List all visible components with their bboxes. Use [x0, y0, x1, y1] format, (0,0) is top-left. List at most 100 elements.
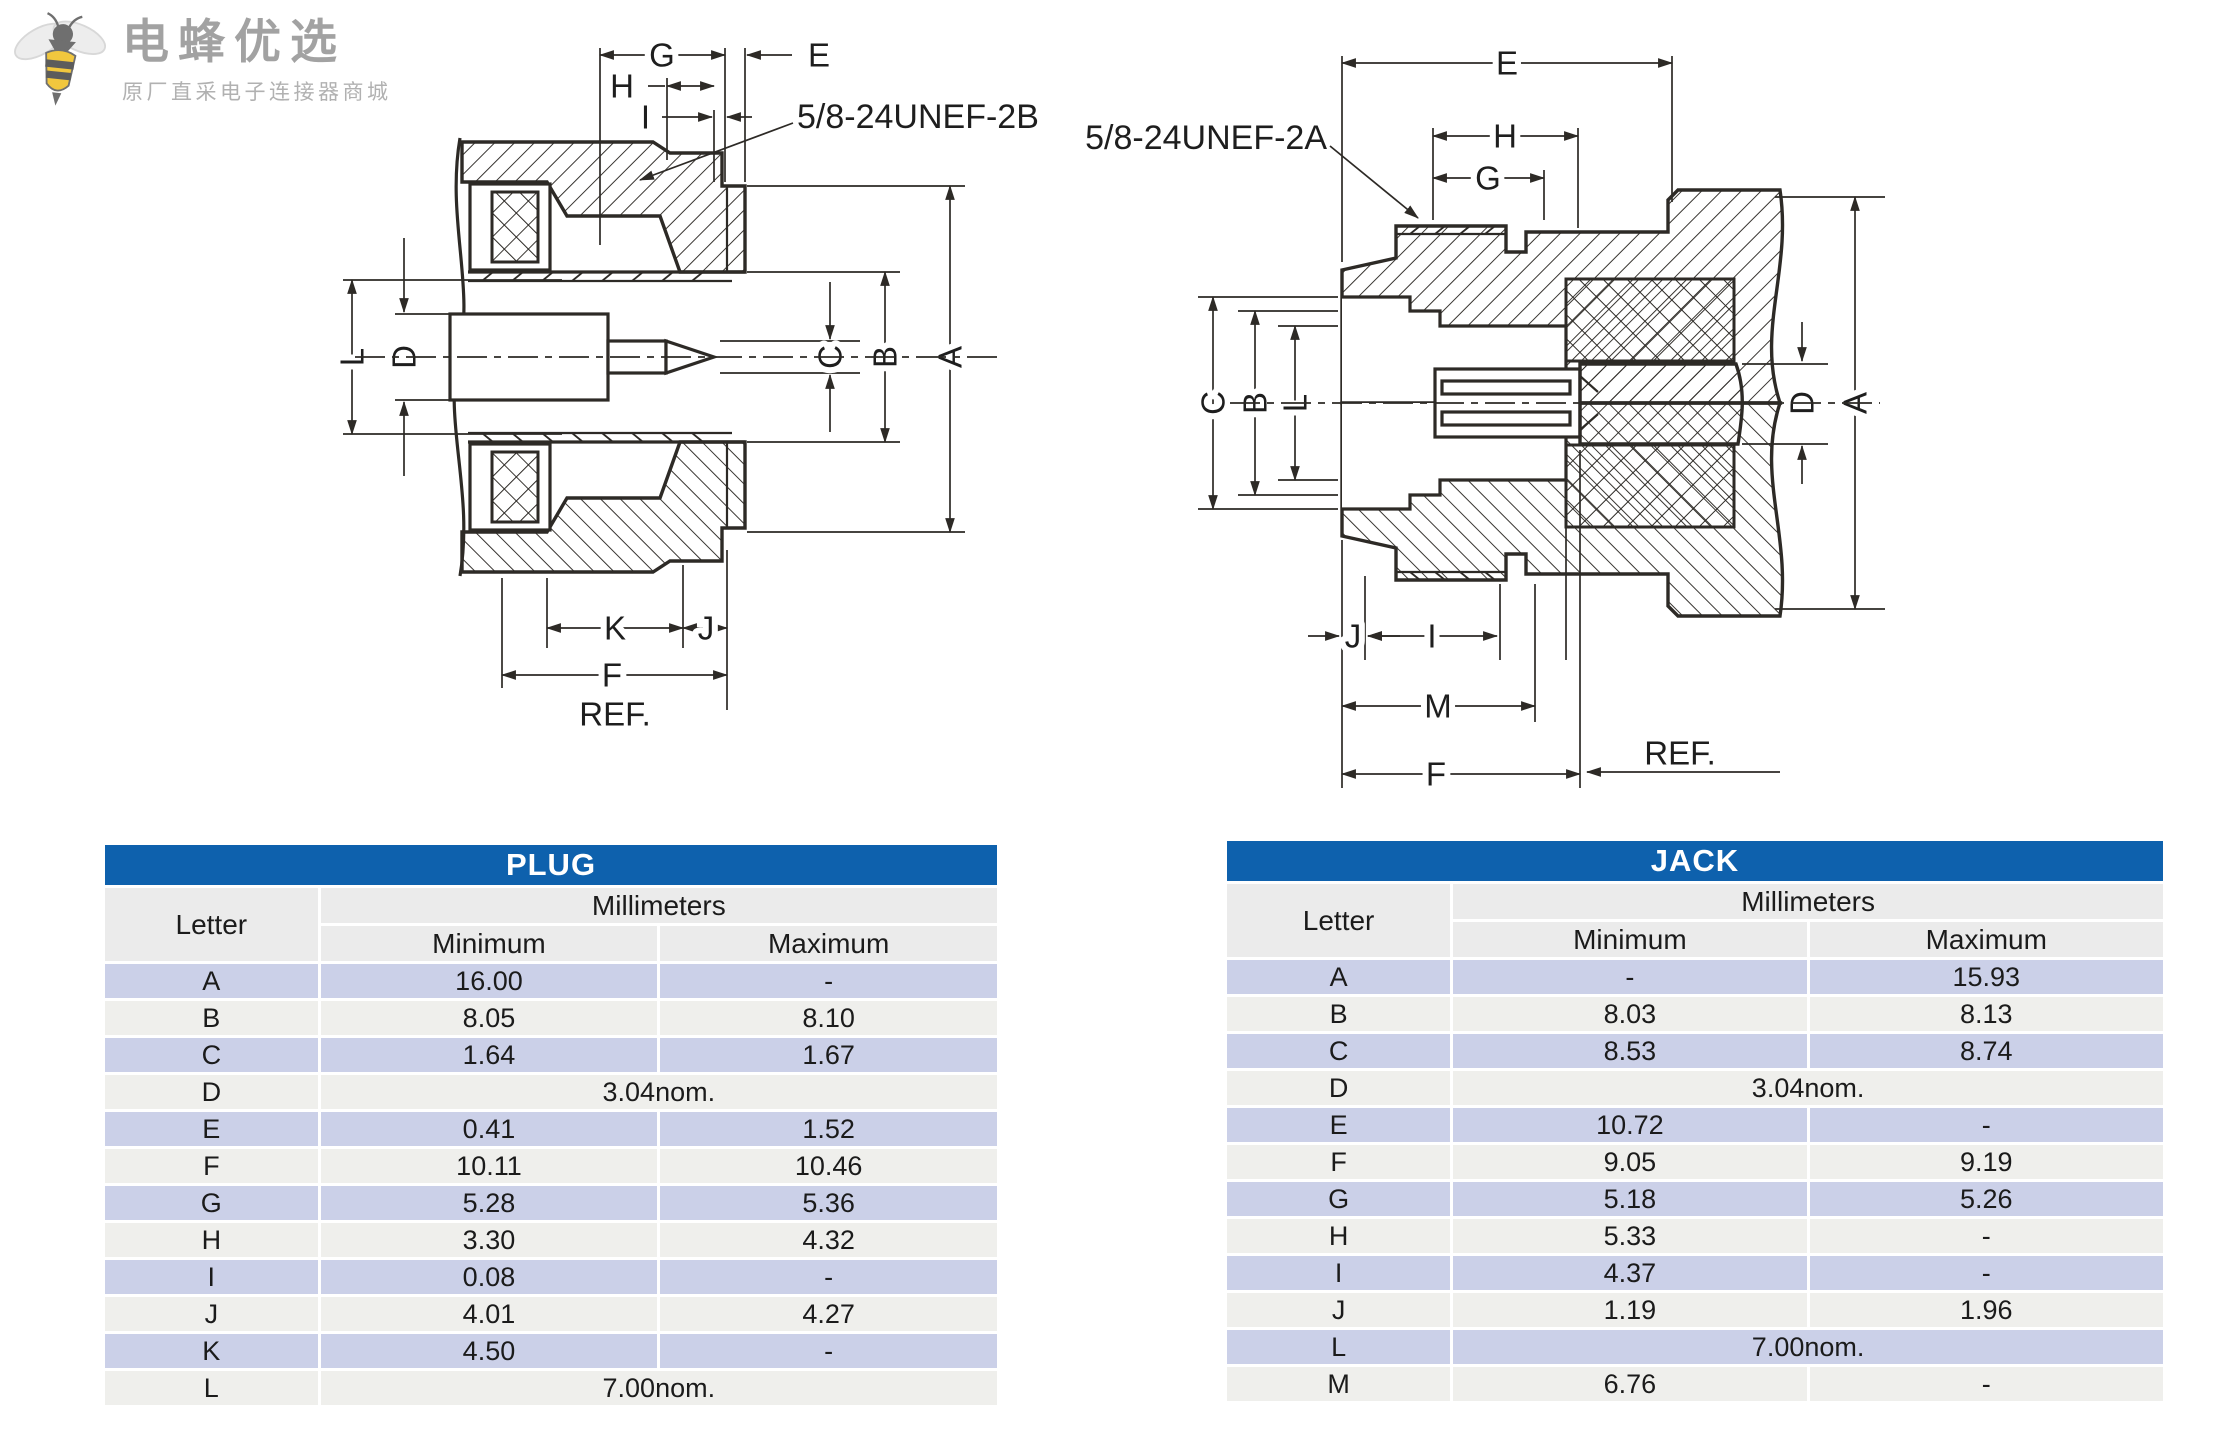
value-cell-min: 3.30 — [320, 1223, 658, 1257]
value-cell-max: - — [1809, 1256, 2163, 1290]
letter-cell: A — [105, 964, 318, 998]
value-cell-min: - — [1453, 960, 1807, 994]
value-cell-min: 0.08 — [320, 1260, 658, 1294]
letter-cell: E — [1227, 1108, 1451, 1142]
letter-cell: F — [1227, 1145, 1451, 1179]
jack-col-max: Maximum — [1809, 922, 2163, 957]
plug-dim-label-j: J — [698, 610, 715, 647]
value-cell-max: 8.13 — [1809, 997, 2163, 1031]
plug-body-upper — [460, 140, 747, 283]
plug-drawing: G E H I 5/8-24UNEF-2B L D C B A — [328, 31, 1039, 733]
letter-cell: B — [105, 1001, 318, 1035]
letter-cell: M — [1227, 1367, 1451, 1401]
brand-text: 电蜂优选 原厂直采电子连接器商城 — [122, 16, 392, 106]
value-cell-max: - — [1809, 1219, 2163, 1253]
plug-dim-label-g: G — [649, 37, 675, 74]
letter-cell: F — [105, 1149, 318, 1183]
value-cell-min: 8.03 — [1453, 997, 1807, 1031]
value-cell-max: 8.74 — [1809, 1034, 2163, 1068]
letter-cell: I — [105, 1260, 318, 1294]
letter-cell: L — [1227, 1330, 1451, 1364]
value-cell-max: - — [1809, 1367, 2163, 1401]
value-cell-min: 1.64 — [320, 1038, 658, 1072]
jack-socket-slot-bottom — [1440, 410, 1572, 427]
letter-cell: C — [105, 1038, 318, 1072]
value-cell-min: 10.11 — [320, 1149, 658, 1183]
jack-col-min: Minimum — [1453, 922, 1807, 957]
jack-spec-table: JACK Letter Millimeters Minimum Maximum … — [1224, 838, 2166, 1404]
value-cell-max: - — [660, 964, 997, 998]
value-cell-min: 1.19 — [1453, 1293, 1807, 1327]
value-cell-span: 3.04nom. — [320, 1075, 997, 1109]
value-cell-min: 8.05 — [320, 1001, 658, 1035]
jack-thread-label: 5/8-24UNEF-2A — [1085, 119, 1327, 157]
jack-ref-label: REF. — [1644, 735, 1716, 772]
value-cell-max: 15.93 — [1809, 960, 2163, 994]
letter-cell: J — [105, 1297, 318, 1331]
value-cell-max: 4.32 — [660, 1223, 997, 1257]
table-row: A-15.93 — [1227, 960, 2163, 994]
value-cell-max: 4.27 — [660, 1297, 997, 1331]
jack-col-letter: Letter — [1227, 884, 1451, 957]
value-cell-max: - — [660, 1260, 997, 1294]
letter-cell: B — [1227, 997, 1451, 1031]
value-cell-min: 8.53 — [1453, 1034, 1807, 1068]
letter-cell: D — [105, 1075, 318, 1109]
jack-dim-label-c: C — [1195, 391, 1232, 415]
letter-cell: E — [105, 1112, 318, 1146]
value-cell-min: 16.00 — [320, 964, 658, 998]
value-cell-min: 10.72 — [1453, 1108, 1807, 1142]
plug-dim-label-k: K — [604, 610, 626, 647]
letter-cell: J — [1227, 1293, 1451, 1327]
jack-socket-slot-top — [1440, 379, 1572, 396]
letter-cell: C — [1227, 1034, 1451, 1068]
value-cell-max: - — [660, 1334, 997, 1368]
value-cell-span: 7.00nom. — [320, 1371, 997, 1405]
value-cell-max: 8.10 — [660, 1001, 997, 1035]
value-cell-min: 6.76 — [1453, 1367, 1807, 1401]
plug-col-min: Minimum — [320, 926, 658, 961]
plug-col-letter: Letter — [105, 888, 318, 961]
letter-cell: H — [105, 1223, 318, 1257]
jack-dim-label-h: H — [1493, 118, 1517, 155]
plug-col-max: Maximum — [660, 926, 997, 961]
jack-body-upper — [1340, 188, 1785, 405]
value-cell-span: 7.00nom. — [1453, 1330, 2163, 1364]
value-cell-min: 5.33 — [1453, 1219, 1807, 1253]
jack-drawing: E H G 5/8-24UNEF-2A C B L D A J — [1085, 39, 1885, 799]
letter-cell: G — [1227, 1182, 1451, 1216]
plug-col-group: Millimeters — [320, 888, 997, 923]
value-cell-max: 5.26 — [1809, 1182, 2163, 1216]
plug-dim-label-f: F — [602, 657, 622, 694]
brand-tagline: 原厂直采电子连接器商城 — [122, 80, 392, 104]
value-cell-span: 3.04nom. — [1453, 1071, 2163, 1105]
jack-table-title: JACK — [1227, 841, 2163, 881]
value-cell-min: 9.05 — [1453, 1145, 1807, 1179]
jack-dim-label-f: F — [1426, 756, 1446, 793]
letter-cell: D — [1227, 1071, 1451, 1105]
letter-cell: G — [105, 1186, 318, 1220]
jack-dim-label-g: G — [1475, 160, 1501, 197]
value-cell-min: 5.18 — [1453, 1182, 1807, 1216]
plug-dim-label-h: H — [610, 68, 634, 105]
jack-dim-label-i: I — [1427, 618, 1436, 655]
plug-spec-table: PLUG Letter Millimeters Minimum Maximum … — [102, 842, 1000, 1408]
plug-thread-label: 5/8-24UNEF-2B — [797, 98, 1039, 136]
brand-name: 电蜂优选 — [122, 15, 346, 68]
